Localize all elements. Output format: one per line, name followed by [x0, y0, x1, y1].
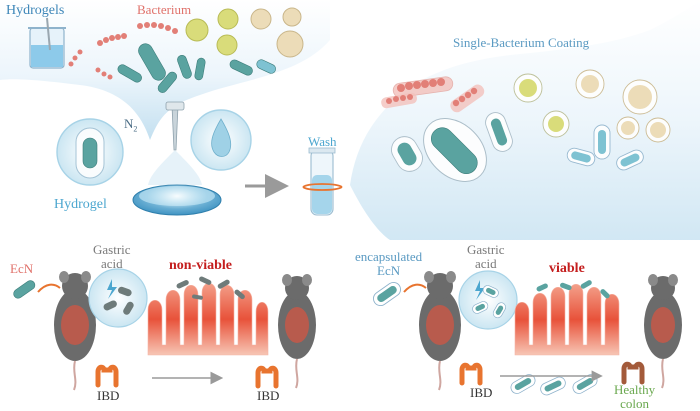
healthy-colon-label: Healthy colon [614, 383, 655, 410]
colon-icon [459, 362, 483, 386]
droplet-zoom-circle [190, 109, 252, 171]
gastric-line1: Gastric [93, 242, 131, 257]
hydrogel-label: Hydrogel [54, 197, 107, 212]
encapsulated-line2: EcN [377, 262, 401, 278]
nitrogen-subscript: 2 [133, 124, 138, 134]
encapsulated-ecn-label: encapsulated EcN [355, 250, 422, 277]
viable-label: viable [549, 261, 585, 276]
encapsulated-line1: encapsulated [355, 249, 423, 264]
colon-icon [621, 361, 645, 385]
lightning-icon [107, 279, 117, 299]
mouse-icon [419, 271, 461, 391]
lightning-icon [475, 280, 485, 300]
beaker-icon [28, 17, 66, 69]
bottom-left-scene [13, 268, 316, 391]
pink-bacteria-top [68, 22, 178, 80]
petri-dish-icon [132, 183, 222, 216]
nitrogen-label: N2 [124, 117, 137, 134]
spores-top [185, 7, 304, 58]
coated-bacteria-right [381, 69, 671, 182]
gastric-acid-label-right: Gastric acid [467, 243, 505, 270]
villi-tissue [514, 283, 620, 356]
nitrogen-symbol: N [124, 116, 134, 131]
ibd-label-3: IBD [470, 385, 493, 400]
centrifuge-tube-icon [302, 147, 343, 216]
bottom-right-scene [372, 270, 682, 396]
ecn-label: EcN [10, 261, 34, 276]
mouse-icon [278, 274, 316, 389]
ibd-label-2: IBD [257, 388, 280, 403]
villi-tissue [147, 282, 269, 356]
right-coating-panel [350, 0, 700, 240]
hydrogels-label: Hydrogels [6, 3, 65, 18]
bacterium-label: Bacterium [137, 2, 192, 17]
gastric-acid-label-left: Gastric acid [93, 243, 131, 270]
teal-bacteria-top [117, 43, 276, 93]
single-bacterium-coating-label: Single-Bacterium Coating [453, 35, 590, 50]
gastric-line2: acid [100, 255, 123, 271]
healthy-line1: Healthy [614, 382, 656, 397]
ibd-label-1: IBD [97, 388, 120, 403]
wash-label: Wash [308, 134, 337, 149]
hydrogel-zoom-circle [56, 118, 124, 186]
colon-icon [255, 365, 279, 389]
colon-icon [95, 364, 119, 388]
mouse-icon [54, 271, 96, 391]
gastric-line2: acid [474, 255, 497, 271]
non-viable-label: non-viable [169, 258, 233, 273]
droplet-icon [211, 118, 232, 157]
healthy-line2: colon [620, 395, 650, 411]
gastric-line1: Gastric [467, 242, 505, 257]
mouse-icon [644, 274, 682, 389]
sprayer-nozzle-icon [148, 101, 202, 185]
